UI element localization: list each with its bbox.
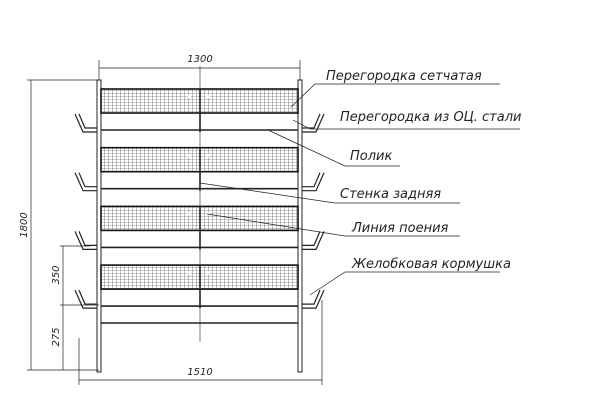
label-back-wall: Стенка задняя xyxy=(340,187,441,202)
dimension-lines: 1300 1510 1800 350 275 xyxy=(19,54,323,385)
callouts: Перегородка сетчатая Перегородка из ОЦ. … xyxy=(199,69,521,296)
feeder-left xyxy=(74,113,97,133)
water-nipple xyxy=(188,153,191,157)
leader-line-5 xyxy=(309,271,500,296)
feeder-left xyxy=(74,231,97,250)
dim-bottom-width: 1510 xyxy=(187,367,212,378)
feeder-right xyxy=(302,289,325,309)
water-nipple xyxy=(188,212,191,216)
label-drinking-line: Линия поения xyxy=(351,221,449,236)
leader-line-0 xyxy=(290,83,500,108)
leader-line-4 xyxy=(206,213,460,237)
label-floor: Полик xyxy=(350,149,392,164)
leader-line-2 xyxy=(267,129,400,167)
label-trough-feeder: Желобковая кормушка xyxy=(351,257,511,272)
label-mesh-partition: Перегородка сетчатая xyxy=(326,69,482,84)
water-nipple xyxy=(206,153,209,157)
feeder-right xyxy=(302,113,325,133)
dim-top-width: 1300 xyxy=(187,54,212,65)
leader-line-3 xyxy=(199,182,460,204)
rack-frame xyxy=(74,66,325,373)
dim-tier-height: 350 xyxy=(51,265,62,284)
dim-bottom-height: 275 xyxy=(51,327,62,346)
dim-total-height: 1800 xyxy=(19,212,30,237)
water-nipple xyxy=(188,271,191,275)
feeder-right xyxy=(302,231,325,250)
label-steel-partition: Перегородка из ОЦ. стали xyxy=(340,110,521,125)
water-nipple xyxy=(206,95,209,98)
water-nipple xyxy=(188,95,191,98)
feeder-right xyxy=(302,172,325,192)
water-nipple xyxy=(206,271,209,275)
feeder-left xyxy=(74,289,97,309)
leader-line-1 xyxy=(292,119,520,130)
feeder-left xyxy=(74,172,97,192)
